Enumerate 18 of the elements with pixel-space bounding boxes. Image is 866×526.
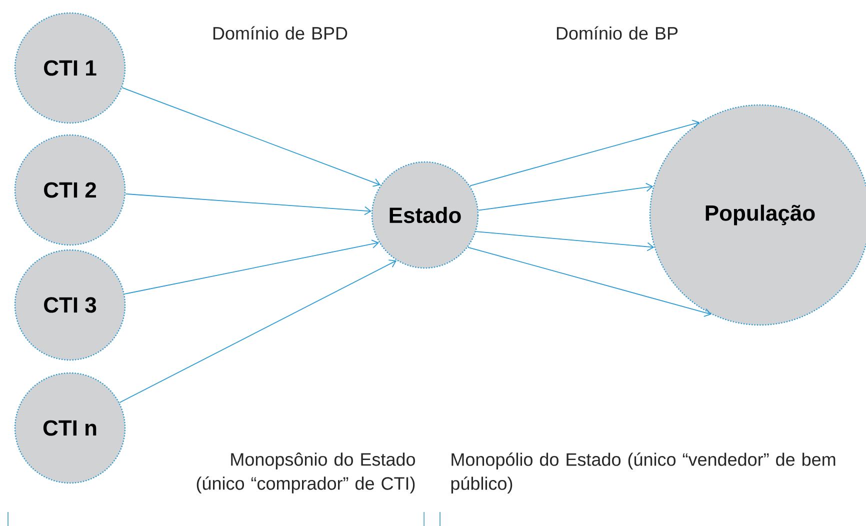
arrow	[119, 260, 397, 404]
circle-node: CTI 3	[14, 249, 126, 361]
arrow	[124, 240, 380, 294]
arrow	[122, 87, 381, 187]
arrow	[478, 182, 654, 211]
caption-text: Monopólio do Estado (único “vendedor” de bem público)	[451, 452, 836, 494]
caption-text: Domínio de BPD	[213, 26, 348, 40]
caption-text: Domínio de BP	[556, 26, 678, 40]
arrow	[467, 246, 712, 317]
arrow	[470, 120, 700, 186]
circle-node: CTI 1	[14, 12, 126, 124]
circle-node: População	[649, 104, 866, 326]
circle-node: Estado	[371, 161, 479, 269]
caption-text: Monopsônio do Estado (único “comprador” de CTI)	[196, 452, 415, 494]
arrow	[476, 231, 654, 252]
arrow	[125, 193, 372, 216]
circle-node: CTI 2	[14, 134, 126, 246]
circle-node: CTI n	[14, 372, 126, 484]
